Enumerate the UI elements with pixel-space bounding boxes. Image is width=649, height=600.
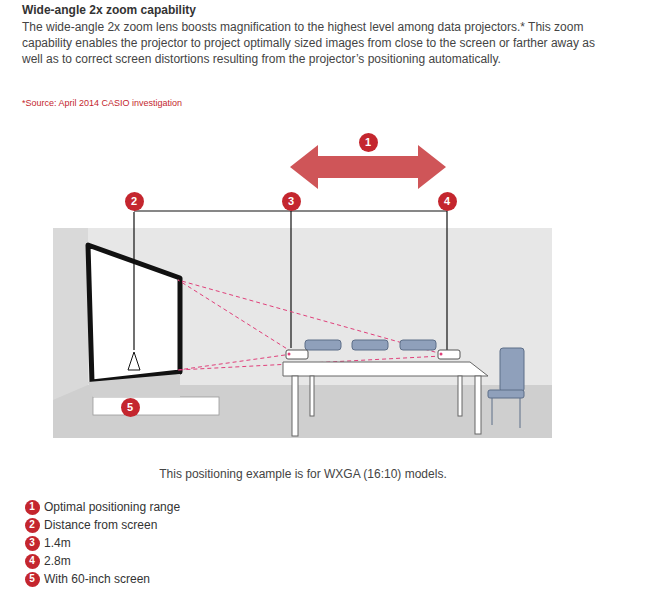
callout-number: 3: [25, 536, 40, 551]
callout-text: 5: [127, 402, 133, 413]
legend-text: 1.4m: [44, 535, 71, 551]
callout-number: 5: [25, 572, 40, 587]
callout-number: 1: [25, 500, 40, 515]
callout-text: 1: [365, 137, 371, 148]
callout-number: 2: [125, 192, 144, 211]
wall: [53, 228, 552, 438]
side-chair: [488, 348, 524, 428]
callout-text: 3: [29, 538, 35, 548]
screen-stand: [93, 397, 219, 415]
source-note: *Source: April 2014 CASIO investigation: [22, 97, 422, 109]
callout-text: 2: [131, 196, 137, 207]
callout-number: 3: [282, 192, 301, 211]
callout-text: 3: [288, 196, 294, 207]
projection-beams: [178, 280, 442, 370]
chairs: [305, 340, 436, 350]
projector-lens: [288, 353, 443, 356]
projectors: [286, 350, 460, 359]
callout-number: 4: [25, 554, 40, 569]
callout-text: 4: [29, 556, 35, 566]
screen-shadow: [88, 374, 180, 397]
callout-number: 4: [438, 192, 457, 211]
callout-number: 2: [25, 518, 40, 533]
bracket-line: [133, 212, 134, 350]
callout-text: 2: [29, 520, 35, 530]
callout-number: 1: [359, 133, 378, 152]
caption: This positioning example is for WXGA (16…: [159, 467, 446, 481]
callout-number: 5: [121, 398, 140, 417]
legend-text: With 60-inch screen: [44, 571, 150, 587]
bracket-line: [446, 211, 447, 350]
table-legs: [292, 376, 481, 436]
callout-text: 1: [29, 502, 35, 512]
heading: Wide-angle 2x zoom capability: [22, 3, 196, 17]
screen-pointer: [128, 352, 140, 370]
callout-text: 4: [444, 196, 450, 207]
callout-text: 5: [29, 574, 35, 584]
legend-text: Distance from screen: [44, 517, 157, 533]
side-wall: [53, 228, 88, 400]
legend-text: 2.8m: [44, 553, 71, 569]
legend-text: Optimal positioning range: [44, 499, 180, 515]
bracket-line: [290, 211, 291, 348]
table-top: [283, 362, 488, 376]
range-arrow: [290, 145, 446, 189]
body-text: The wide-angle 2x zoom lens boosts magni…: [22, 19, 612, 67]
